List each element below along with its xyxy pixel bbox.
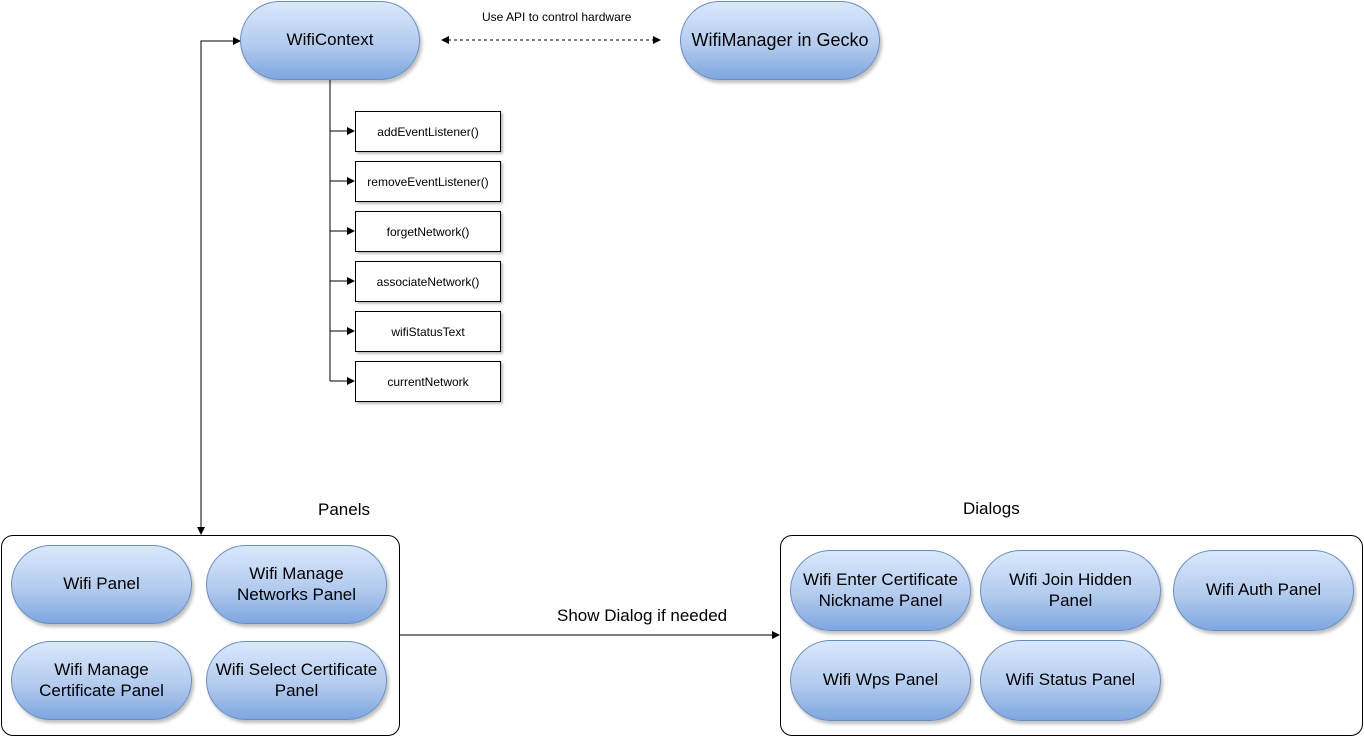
panel-wifi: Wifi Panel bbox=[11, 545, 192, 624]
edge-context-panels bbox=[197, 37, 241, 535]
panel-wifi-manage-networks: Wifi Manage Networks Panel bbox=[206, 545, 387, 624]
show-dialog-edge-label: Show Dialog if needed bbox=[557, 606, 728, 625]
method-label: removeEventListener() bbox=[367, 174, 489, 189]
panel-label: Wifi Manage Networks Panel bbox=[236, 564, 357, 604]
method-label: wifiStatusText bbox=[391, 324, 465, 339]
wifi-manager-label: WifiManager in Gecko bbox=[691, 29, 869, 50]
dialogs-title: Dialogs bbox=[963, 499, 1020, 518]
dialog-label: Wifi Enter Certificate Nickname Panel bbox=[803, 570, 958, 610]
dialog-auth: Wifi Auth Panel bbox=[1173, 550, 1354, 631]
method-remove-event-listener: removeEventListener() bbox=[355, 161, 501, 202]
method-label: forgetNetwork() bbox=[386, 224, 470, 239]
panel-label: Wifi Manage Certificate Panel bbox=[39, 660, 164, 700]
dialog-status: Wifi Status Panel bbox=[980, 640, 1161, 721]
method-forget-network: forgetNetwork() bbox=[355, 211, 501, 252]
api-edge-label: Use API to control hardware bbox=[482, 10, 632, 24]
method-associate-network: associateNetwork() bbox=[355, 261, 501, 302]
method-label: associateNetwork() bbox=[376, 274, 480, 289]
wifi-manager-node: WifiManager in Gecko bbox=[680, 1, 880, 80]
panel-wifi-select-certificate: Wifi Select Certificate Panel bbox=[206, 641, 387, 720]
method-wifi-status-text: wifiStatusText bbox=[355, 311, 501, 352]
method-current-network: currentNetwork bbox=[355, 361, 501, 402]
panel-label: Wifi Panel bbox=[63, 574, 140, 594]
dialog-enter-certificate-nickname: Wifi Enter Certificate Nickname Panel bbox=[790, 550, 971, 631]
dialog-label: Wifi Wps Panel bbox=[822, 670, 939, 690]
dialog-label: Wifi Join Hidden Panel bbox=[1009, 570, 1132, 610]
dialog-join-hidden: Wifi Join Hidden Panel bbox=[980, 550, 1161, 631]
wifi-context-node: WifiContext bbox=[240, 1, 420, 80]
panel-wifi-manage-certificate: Wifi Manage Certificate Panel bbox=[11, 641, 192, 720]
panel-label: Wifi Select Certificate Panel bbox=[215, 660, 378, 700]
dialog-label: Wifi Status Panel bbox=[1005, 670, 1136, 690]
method-label: addEventListener() bbox=[377, 124, 479, 139]
dialog-wps: Wifi Wps Panel bbox=[790, 640, 971, 721]
dialog-label: Wifi Auth Panel bbox=[1205, 580, 1322, 600]
method-label: currentNetwork bbox=[387, 374, 469, 389]
panels-title: Panels bbox=[318, 500, 370, 519]
wifi-context-label: WifiContext bbox=[286, 30, 374, 50]
method-add-event-listener: addEventListener() bbox=[355, 111, 501, 152]
